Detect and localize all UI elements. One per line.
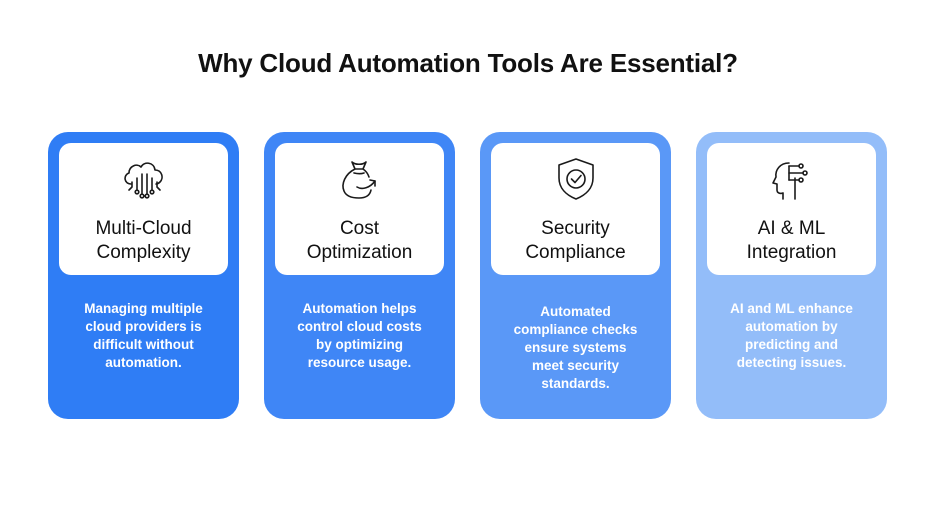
card-title: Cost Optimization [306,218,413,263]
cloud-circuit-icon [119,154,169,204]
page-title: Why Cloud Automation Tools Are Essential… [198,48,738,78]
card-description: AI and ML enhance automation by predicti… [730,301,853,370]
card-header-panel: Multi-Cloud Complexity [59,143,228,275]
shield-check-icon [551,154,601,204]
card-header-panel: AI & ML Integration [707,143,876,275]
card-multi-cloud-complexity: Multi-Cloud Complexity Managing multiple… [48,132,239,419]
card-header-panel: Security Compliance [491,143,660,275]
ai-head-circuit-icon [767,154,817,204]
card-description: Automated compliance checks ensure syste… [513,304,638,391]
card-security-compliance: Security Compliance Automated compliance… [480,132,671,419]
card-header-panel: Cost Optimization [275,143,444,275]
card-description: Managing multiple cloud providers is dif… [84,301,203,370]
money-bag-arrow-icon [335,154,385,204]
card-title: Multi-Cloud Complexity [95,218,192,263]
card-description: Automation helps control cloud costs by … [297,301,422,370]
card-title: Security Compliance [525,218,626,263]
card-title: AI & ML Integration [746,218,837,263]
card-ai-ml-integration: AI & ML Integration AI and ML enhance au… [696,132,887,419]
card-cost-optimization: Cost Optimization Automation helps contr… [264,132,455,419]
